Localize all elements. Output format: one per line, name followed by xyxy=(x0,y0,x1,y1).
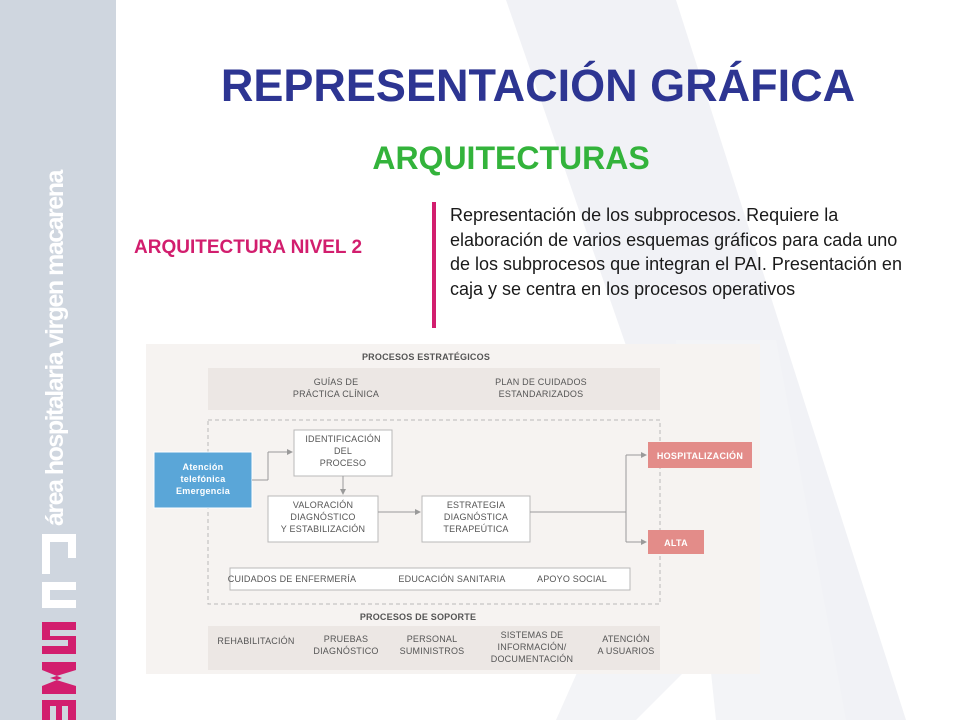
strategic-band xyxy=(208,368,660,410)
brand-sidebar: área hospitalaria virgen macarena xyxy=(0,0,116,720)
support-item-line: A USUARIOS xyxy=(597,646,654,656)
support-item-line: ATENCIÓN xyxy=(602,634,649,644)
valoracion-line: Y ESTABILIZACIÓN xyxy=(281,524,365,534)
husvm-logo xyxy=(42,534,76,720)
diagram-canvas: PROCESOS ESTRATÉGICOS GUÍAS DE PRÁCTICA … xyxy=(146,344,760,674)
support-item-line: SUMINISTROS xyxy=(400,646,465,656)
outcome-label: HOSPITALIZACIÓN xyxy=(657,450,743,461)
outcome-hospitalizacion xyxy=(648,442,752,468)
slide-subtitle: ARQUITECTURAS xyxy=(372,140,650,176)
operational-frame xyxy=(207,419,661,605)
strategic-item-guias: GUÍAS DE PRÁCTICA CLÍNICA xyxy=(293,377,379,399)
entry-box-line: Emergencia xyxy=(176,486,231,496)
estrategia-line: DIAGNÓSTICA xyxy=(444,512,508,522)
transversal-item: APOYO SOCIAL xyxy=(537,574,607,584)
transversal-item: CUIDADOS DE ENFERMERÍA xyxy=(228,574,356,584)
support-item-line: PRUEBAS xyxy=(324,634,368,644)
accent-divider xyxy=(432,202,436,328)
strategic-item-line: GUÍAS DE xyxy=(314,377,359,387)
flow-connectors xyxy=(252,449,647,545)
estrategia-line: TERAPEÚTICA xyxy=(443,524,508,534)
strategic-header: PROCESOS ESTRATÉGICOS xyxy=(362,352,490,362)
support-item-line: DOCUMENTACIÓN xyxy=(491,654,573,664)
valoracion-line: VALORACIÓN xyxy=(293,500,353,510)
support-band xyxy=(208,626,660,670)
support-item-line: REHABILITACIÓN xyxy=(217,636,294,646)
support-header: PROCESOS DE SOPORTE xyxy=(360,612,476,622)
valoracion-box xyxy=(267,495,379,543)
identificacion-line: DEL xyxy=(334,446,352,456)
entry-box-line: Atención xyxy=(183,462,224,472)
process-architecture-diagram: PROCESOS ESTRATÉGICOS GUÍAS DE PRÁCTICA … xyxy=(146,344,760,674)
identificacion-box xyxy=(293,429,393,477)
support-item-line: DIAGNÓSTICO xyxy=(313,646,378,656)
support-item-line: INFORMACIÓN/ xyxy=(498,642,567,652)
outcome-label: ALTA xyxy=(664,538,688,548)
estrategia-box xyxy=(421,495,531,543)
identificacion-line: IDENTIFICACIÓN xyxy=(305,434,380,444)
strategic-item-plan-cuidados: PLAN DE CUIDADOS ESTANDARIZADOS xyxy=(495,377,587,399)
strategic-item-line: ESTANDARIZADOS xyxy=(499,389,584,399)
entry-box-line: telefónica xyxy=(180,474,226,484)
strategic-item-line: PLAN DE CUIDADOS xyxy=(495,377,587,387)
identificacion-line: PROCESO xyxy=(320,458,366,468)
outcome-alta xyxy=(648,530,704,554)
brand-name: área hospitalaria virgen macarena xyxy=(41,171,69,526)
slide-title: REPRESENTACIÓN GRÁFICA xyxy=(220,60,856,111)
support-item-line: PERSONAL xyxy=(407,634,458,644)
strategic-item-line: PRÁCTICA CLÍNICA xyxy=(293,389,379,399)
transversal-item: EDUCACIÓN SANITARIA xyxy=(398,574,505,584)
architecture-level-description: Representación de los subprocesos. Requi… xyxy=(450,205,902,299)
valoracion-line: DIAGNÓSTICO xyxy=(290,512,355,522)
estrategia-line: ESTRATEGIA xyxy=(447,500,505,510)
support-item-line: SISTEMAS DE xyxy=(501,630,564,640)
architecture-level-label: ARQUITECTURA NIVEL 2 xyxy=(134,237,363,258)
transversal-box xyxy=(229,567,631,591)
